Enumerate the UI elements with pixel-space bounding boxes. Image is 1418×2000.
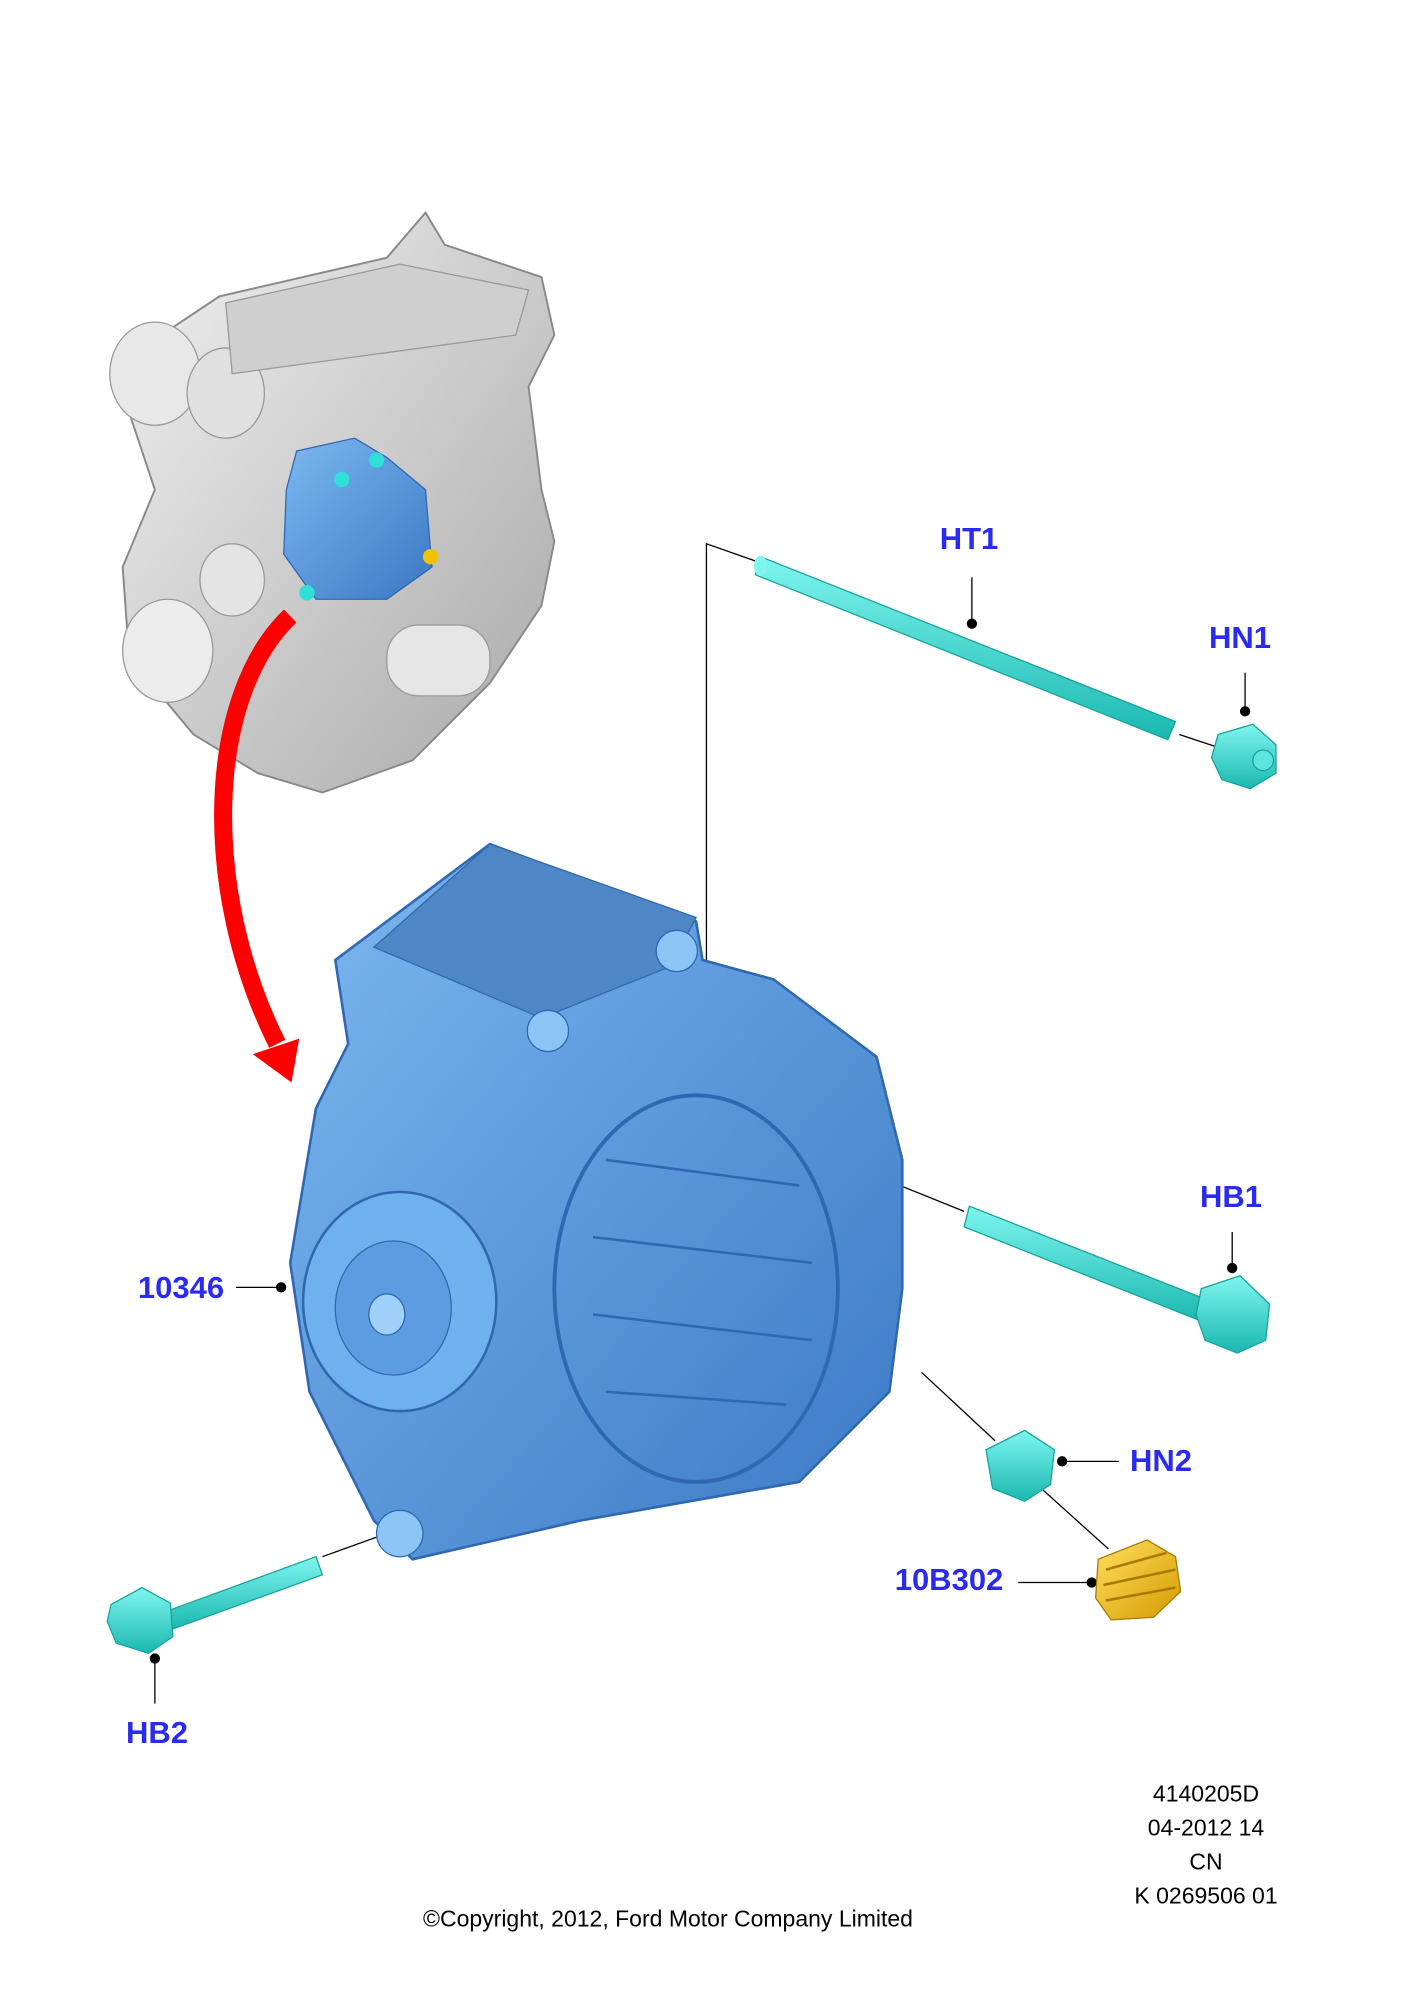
callout-hn2: HN2 [1129, 1443, 1193, 1478]
callout-hb1: HB1 [1199, 1179, 1263, 1214]
copyright-notice: ©Copyright, 2012, Ford Motor Company Lim… [423, 1905, 913, 1932]
nut-hn1 [1210, 723, 1277, 790]
cap-10b302 [1094, 1539, 1182, 1621]
callout-hn1: HN1 [1208, 620, 1272, 655]
bolt-hb2 [106, 1555, 324, 1655]
date-code: 04-2012 14 [1147, 1814, 1265, 1841]
region-code: CN [1189, 1848, 1223, 1875]
callout-ht1: HT1 [939, 521, 999, 556]
leader-dots [149, 618, 1251, 1664]
through-bolt-ht1 [754, 555, 1177, 741]
bolt-hb1 [963, 1205, 1271, 1354]
callout-10b302: 10B302 [894, 1562, 1004, 1597]
alternator-10346 [288, 842, 904, 1561]
callout-10346: 10346 [137, 1270, 225, 1305]
illustration-id: 4140205D [1152, 1780, 1260, 1807]
engine-illustration [109, 210, 556, 794]
reference-code: K 0269506 01 [1134, 1882, 1278, 1909]
callout-hb2: HB2 [125, 1715, 189, 1750]
location-arrow [214, 609, 300, 1083]
alternator-highlight [283, 437, 439, 601]
nut-hn2 [985, 1429, 1056, 1503]
